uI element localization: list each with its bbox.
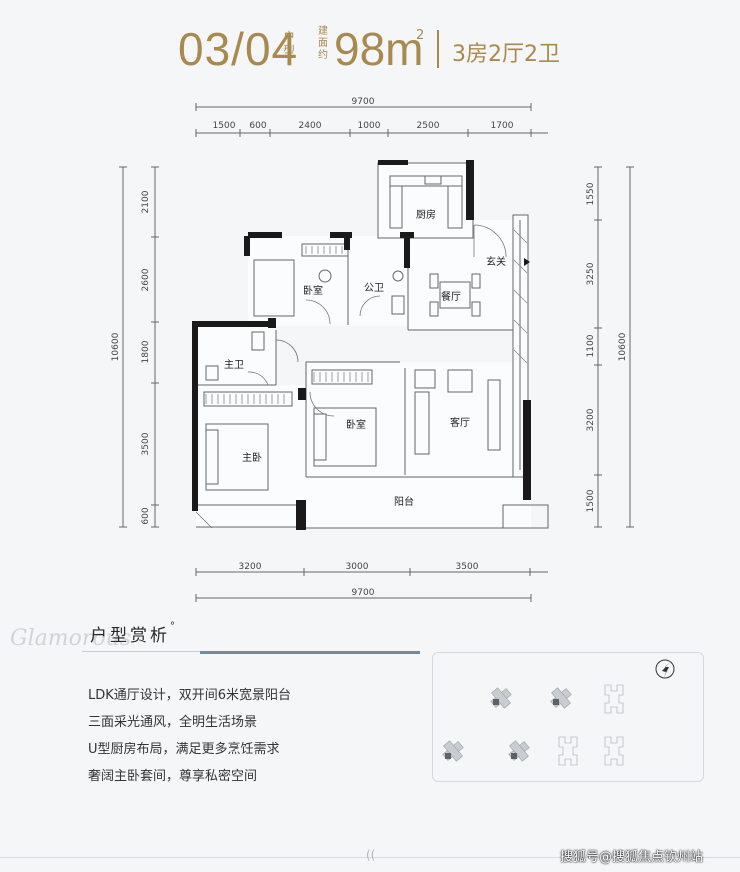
dim-top-seg: 1700	[491, 121, 514, 131]
dim-left-seg: 600	[141, 507, 151, 524]
dim-right-seg: 1550	[586, 182, 596, 205]
area-value: 98m	[334, 23, 424, 75]
room-label-balcony: 阳台	[394, 495, 414, 508]
entry-arrow-icon	[524, 258, 530, 266]
dim-bottom-seg: 3000	[346, 562, 369, 572]
layout-text: 3房2厅2卫	[452, 42, 560, 67]
wardrobe-hatching	[205, 229, 528, 404]
room-label-dining: 餐厅	[441, 290, 461, 303]
area-superscript: 2	[416, 28, 425, 43]
section-script-text: Glamorous	[10, 626, 132, 651]
dim-bottom-total: 9700	[352, 588, 375, 598]
room-label-master-bath: 主卫	[224, 359, 244, 371]
structural-walls	[192, 160, 531, 530]
building-outline	[558, 684, 624, 766]
room-label-master-bedroom: 主卧	[242, 451, 262, 464]
feature-item: U型厨房布局，满足更多烹饪需求	[88, 742, 280, 757]
dim-right-seg: 3200	[586, 408, 596, 431]
room-label-kitchen: 厨房	[416, 208, 436, 221]
section-underline	[200, 651, 420, 654]
room-label-living: 客厅	[450, 416, 470, 429]
thin-walls	[196, 162, 549, 529]
room-label-bedroom-mid: 卧室	[346, 418, 366, 431]
section-title-text: 户型赏析	[90, 626, 170, 646]
building-highlight	[445, 699, 559, 759]
feature-item: 三面采光通风，全明生活场景	[88, 715, 258, 730]
building-block	[442, 687, 572, 762]
dim-right-total: 10600	[618, 332, 628, 361]
site-minimap	[432, 652, 704, 782]
dim-left-seg: 3500	[141, 432, 151, 455]
floor-plan: 9700 1500 600 2400 1000 2500 1700 10600 …	[111, 97, 634, 602]
footer-mark: ((	[366, 848, 376, 862]
footer-divider	[0, 857, 740, 858]
dim-bottom-seg: 3200	[239, 562, 262, 572]
room-label-bedroom-top: 卧室	[303, 284, 323, 297]
room-fills	[196, 163, 531, 528]
dim-top-total: 9700	[352, 97, 375, 107]
dim-top-seg: 2400	[299, 121, 322, 131]
dim-left-seg: 2600	[141, 268, 151, 291]
room-label-entrance: 玄关	[486, 255, 506, 268]
dim-top-seg: 600	[249, 121, 266, 131]
dim-right-seg: 1500	[586, 489, 596, 512]
compass-icon	[655, 659, 675, 679]
dim-left-total: 10600	[111, 332, 121, 361]
unit-number: 03/04	[178, 23, 299, 75]
watermark: 搜狐号@搜狐焦点钦州站	[560, 850, 704, 865]
section-underline-thin	[82, 651, 200, 652]
dimension-lines	[119, 103, 634, 602]
feature-item: 奢阔主卧套间，尊享私密空间	[88, 769, 258, 784]
dim-bottom-seg: 3500	[456, 562, 479, 572]
dim-top-seg: 1000	[358, 121, 381, 131]
section-title: 户型赏析°	[90, 621, 178, 646]
dim-left-seg: 2100	[141, 190, 151, 213]
dim-top-seg: 1500	[213, 121, 236, 131]
header: 03/04 户型 建面约 98m 2 3房2厅2卫	[0, 0, 740, 90]
header-divider	[437, 30, 439, 68]
dim-top-seg: 2500	[417, 121, 440, 131]
dim-left-seg: 1800	[141, 340, 151, 363]
section-title-mark: °	[170, 621, 178, 632]
dim-right-seg: 1100	[586, 334, 596, 357]
door-swings	[195, 224, 507, 529]
room-label-public-bath: 公卫	[364, 283, 384, 294]
feature-item: LDK通厅设计，双开间6米宽景阳台	[88, 688, 292, 703]
unit-type-label: 户型	[283, 30, 296, 58]
area-label: 建面约	[318, 26, 328, 61]
dim-right-seg: 3250	[586, 262, 596, 285]
